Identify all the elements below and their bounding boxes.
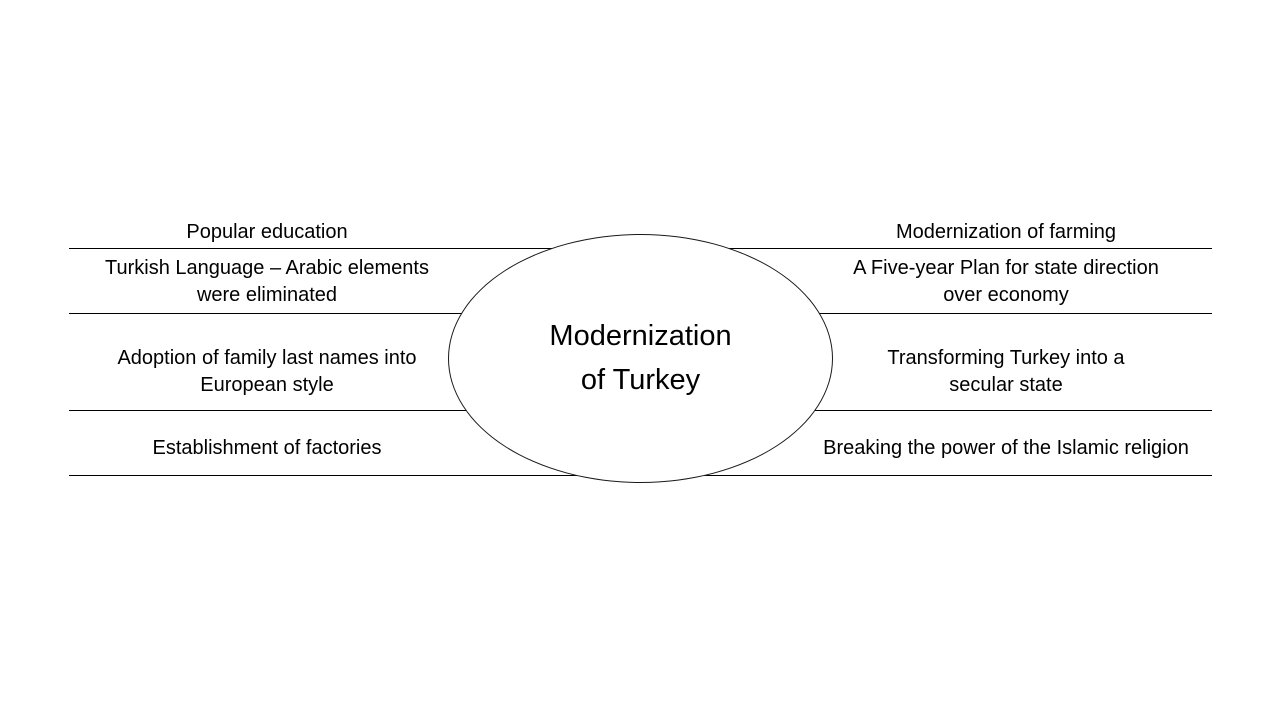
branch-label-establishment-of-factories: Establishment of factories bbox=[152, 437, 382, 459]
branch-label-turkish-language: Turkish Language – Arabic elements were … bbox=[105, 257, 429, 306]
divider-line-2-left bbox=[69, 313, 539, 314]
branch-label-secular-state: Transforming Turkey into a secular state bbox=[887, 347, 1125, 396]
divider-line-3-left bbox=[69, 410, 539, 411]
branch-label-modernization-of-farming: Modernization of farming bbox=[895, 221, 1117, 243]
center-title: Modernization of Turkey bbox=[549, 319, 732, 396]
branch-label-breaking-islamic-power: Breaking the power of the Islamic religi… bbox=[823, 437, 1189, 459]
divider-line-3-right bbox=[742, 410, 1212, 411]
branch-label-popular-education: Popular education bbox=[186, 221, 348, 243]
branch-label-family-last-names: Adoption of family last names into Europ… bbox=[117, 347, 417, 396]
divider-line-2-right bbox=[742, 313, 1212, 314]
center-ellipse-shape: Modernization of Turkey bbox=[448, 234, 833, 483]
branch-label-five-year-plan: A Five-year Plan for state direction ove… bbox=[853, 257, 1159, 306]
